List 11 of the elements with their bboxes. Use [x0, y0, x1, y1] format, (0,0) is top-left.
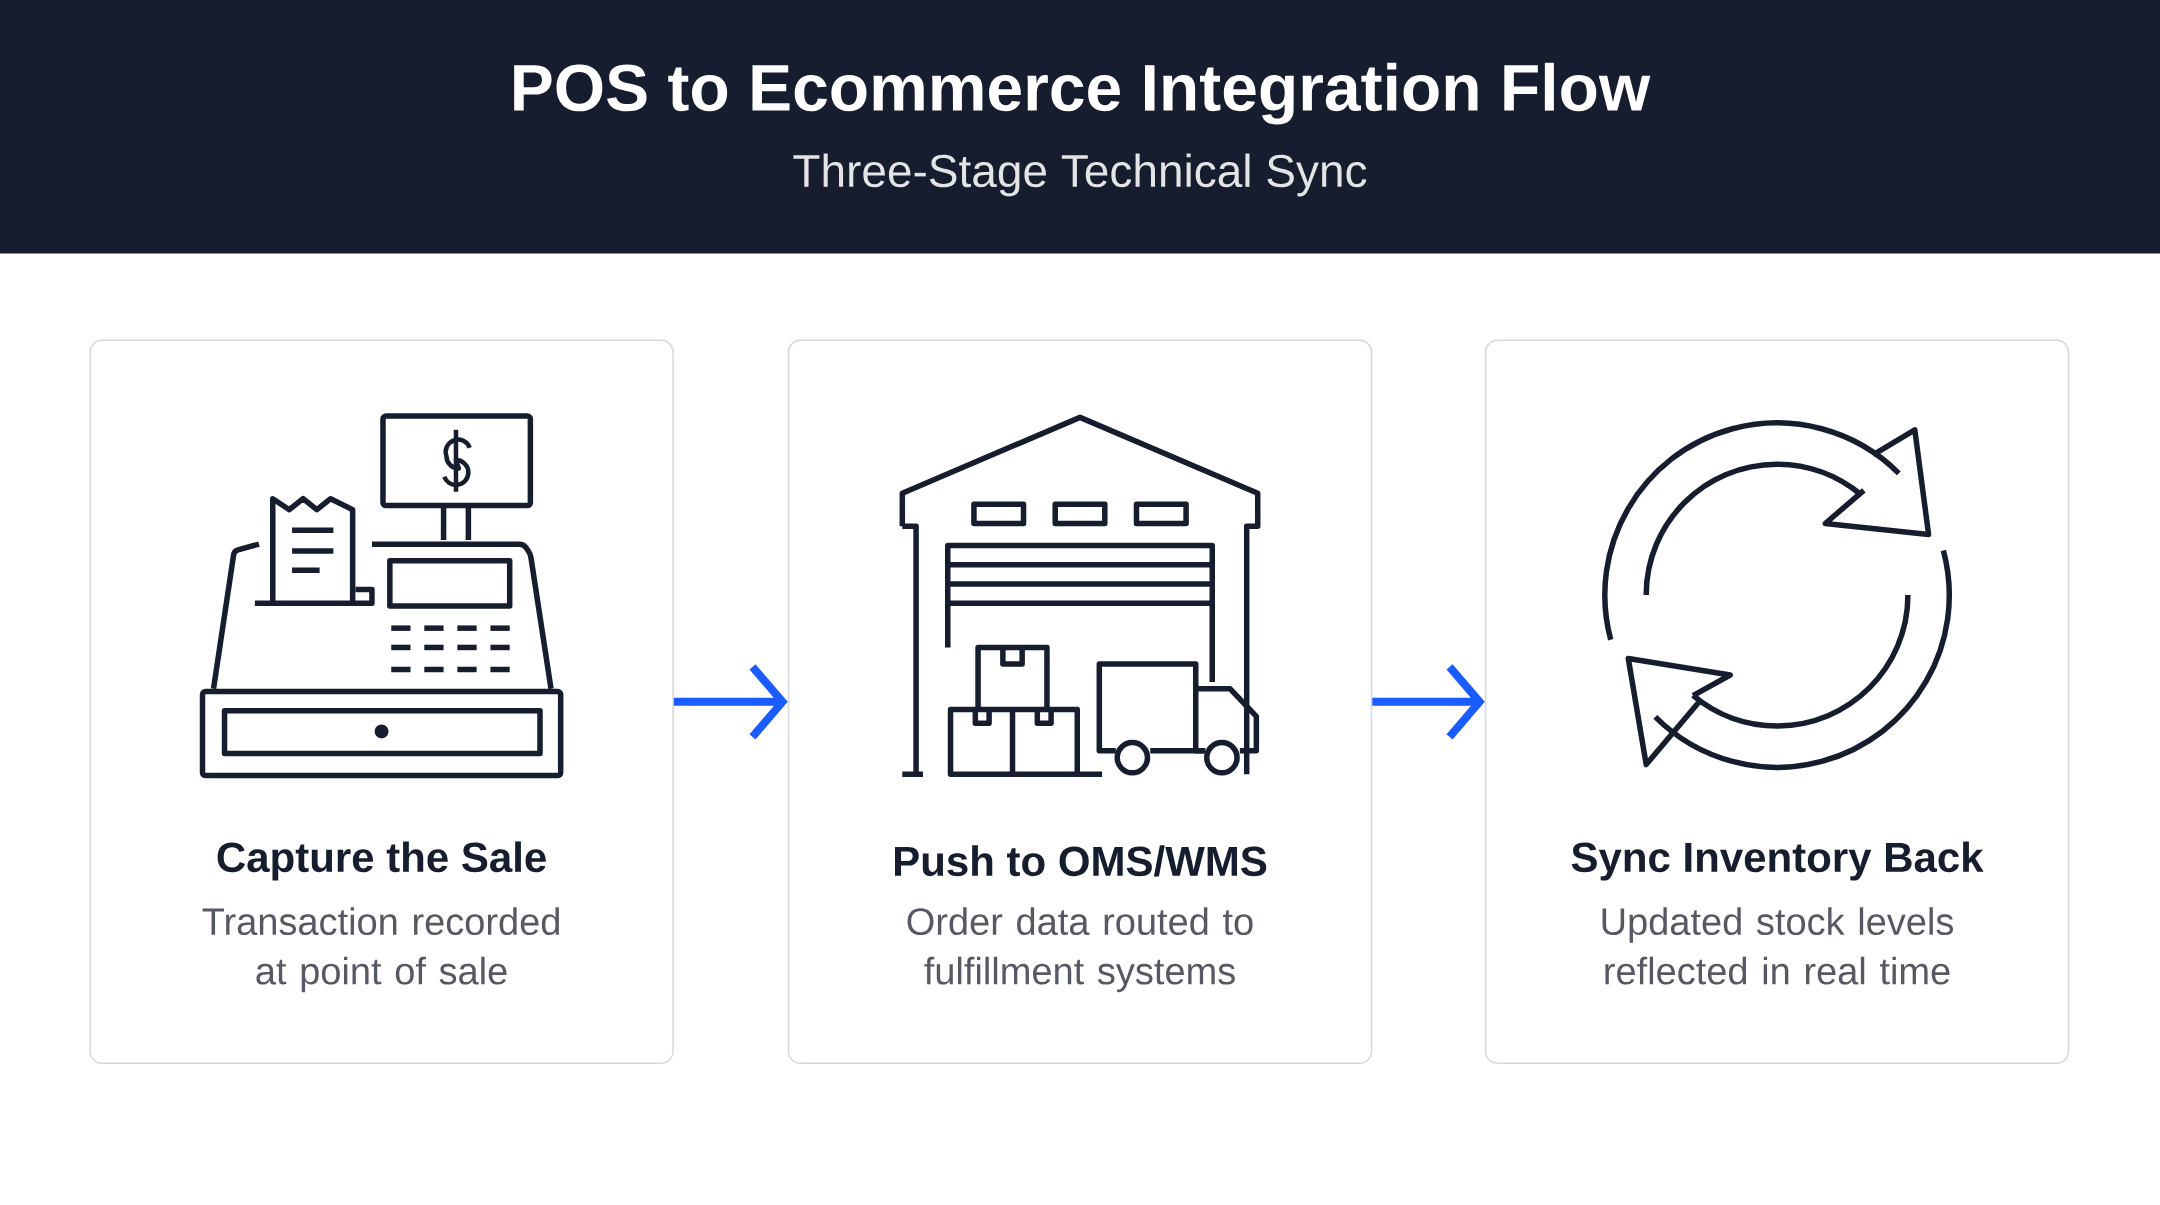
card-description: Order data routed to fulfillment systems: [907, 907, 1253, 992]
title: POS to Ecommerce Integration Flow: [514, 62, 1651, 125]
card-title: Sync Inventory Back: [1571, 841, 1984, 881]
card-description: Updated stock levels reflected in real time: [1602, 907, 1953, 985]
subtitle: Three-Stage Technical Sync: [793, 153, 1367, 197]
card-description: Transaction recorded at point of sale: [202, 907, 559, 992]
card: [1484, 339, 2070, 1064]
card: [89, 339, 674, 1064]
card-title: Capture the Sale: [217, 841, 546, 881]
card: [787, 339, 1373, 1064]
card-title: Push to OMS/WMS: [895, 845, 1267, 877]
